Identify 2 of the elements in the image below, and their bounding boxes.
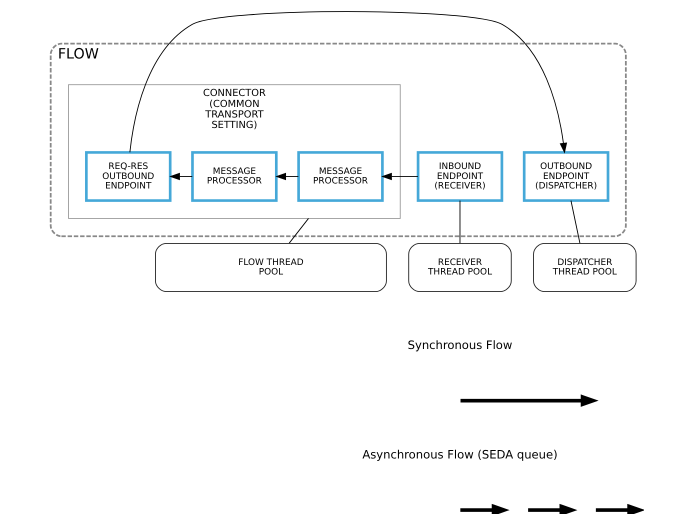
legend-label: Synchronous Flow: [408, 338, 512, 352]
legend-label: Asynchronous Flow (SEDA queue): [362, 447, 558, 462]
